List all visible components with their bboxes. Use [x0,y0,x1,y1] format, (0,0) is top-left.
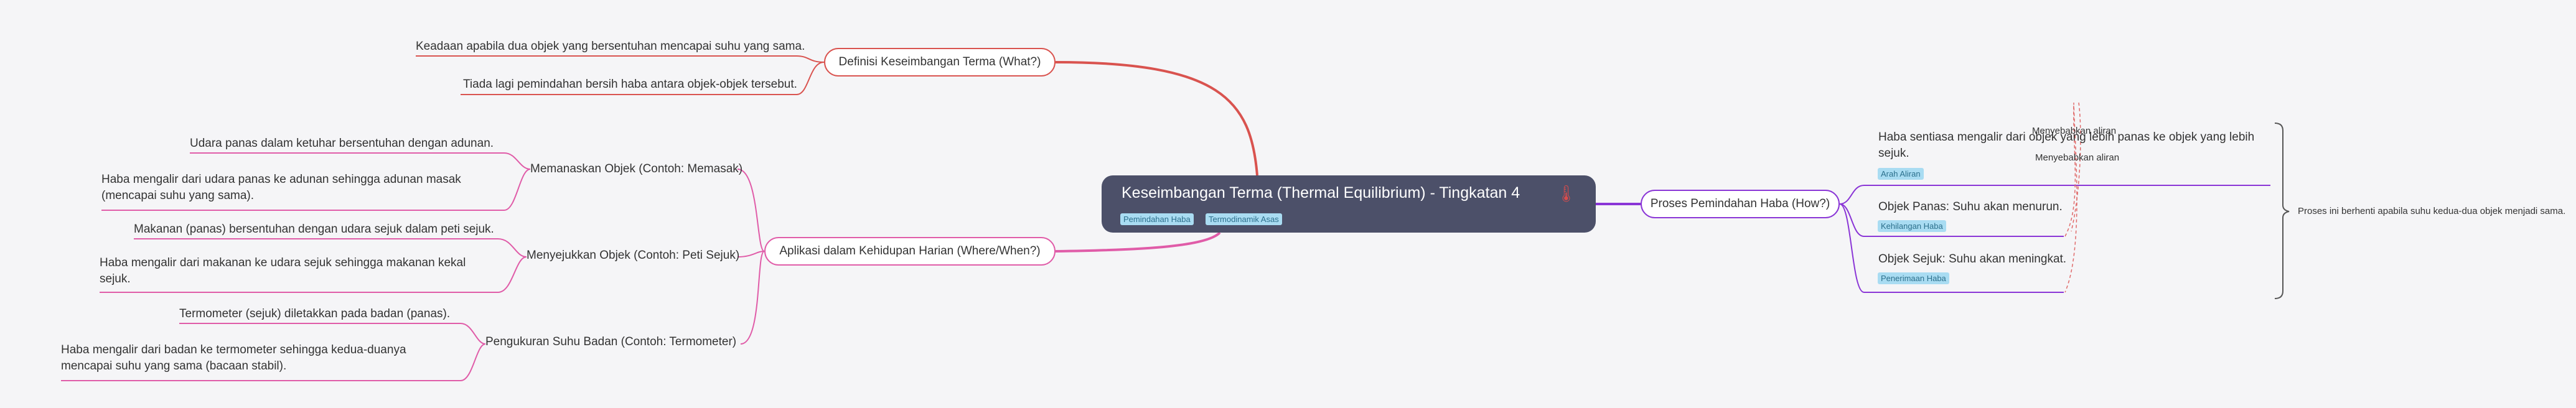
process-leaf-hot: Objek Panas: Suhu akan menurun. [1878,200,2063,213]
edge-g2-leaf-2 [100,256,527,293]
thermometer-leaf-2: Haba mengalir dari badan ke termometer s… [61,343,406,373]
app-group-cooking[interactable]: Memanaskan Objek (Contoh: Memasak) [530,162,743,175]
tag-arah-aliran: Arah Aliran [1878,168,1924,180]
edge-definition-leaf-2 [461,62,825,95]
edge-process-leaf-3 [1839,203,2064,293]
branch-definition[interactable]: Definisi Keseimbangan Terma (What?) [824,48,1056,76]
edge-app-group-1 [737,169,765,252]
process-summary[interactable]: Proses ini berhenti apabila suhu kedua-d… [2298,206,2566,216]
thermometer-leaf-1: Termometer (sejuk) diletakkan pada badan… [179,307,451,320]
edge-process-leaf-2 [1839,203,2064,237]
branch-applications[interactable]: Aplikasi dalam Kehidupan Harian (Where/W… [764,237,1056,266]
branch-process[interactable]: Proses Pemindahan Haba (How?) [1641,190,1840,218]
definition-leaf-1: Keadaan apabila dua objek yang bersentuh… [416,40,805,53]
central-topic[interactable]: Keseimbangan Terma (Thermal Equilibrium)… [1102,175,1596,233]
edge-g1-leaf-2 [101,169,531,211]
relation-label-1: Menyebabkan aliran [2032,126,2117,136]
relation-line-2 [2071,102,2081,232]
edge-g3-leaf-2 [61,343,486,381]
edge-central-definition [1055,61,1258,176]
summary-bracket [2274,123,2290,299]
fridge-leaf-1: Makanan (panas) bersentuhan dengan udara… [134,223,494,236]
cooking-leaf-1: Udara panas dalam ketuhar bersentuhan de… [190,137,494,150]
relation-label-2: Menyebabkan aliran [2035,152,2120,163]
edge-central-applications [1055,231,1221,253]
fridge-leaf-2: Haba mengalir dari makanan ke udara seju… [100,256,466,285]
tag-pemindahan-haba: Pemindahan Haba [1120,213,1194,225]
edge-definition-leaf-1 [416,55,825,63]
edge-g1-leaf-1 [190,152,531,170]
edge-app-group-2 [737,251,765,257]
tag-termodinamik-asas: Termodinamik Asas [1206,213,1282,225]
edge-app-group-3 [740,251,765,345]
central-title: Keseimbangan Terma (Thermal Equilibrium)… [1122,184,1520,202]
tag-penerimaan-haba: Penerimaan Haba [1878,272,1949,284]
app-group-thermometer[interactable]: Pengukuran Suhu Badan (Contoh: Termomete… [485,335,737,348]
app-group-fridge[interactable]: Menyejukkan Objek (Contoh: Peti Sejuk) [527,249,740,262]
tag-kehilangan-haba: Kehilangan Haba [1878,220,1946,232]
edge-g3-leaf-1 [179,323,486,345]
definition-leaf-2: Tiada lagi pemindahan bersih haba antara… [463,78,797,91]
cooking-leaf-2: Haba mengalir dari udara panas ke adunan… [101,173,461,202]
edge-process-leaf-1 [1839,185,2270,205]
edge-g2-leaf-1 [134,238,527,257]
thermometer-icon: 🌡 [1556,184,1577,203]
relation-line-1 [2064,102,2077,293]
process-leaf-cold: Objek Sejuk: Suhu akan meningkat. [1878,253,2067,266]
process-leaf-direction: Haba sentiasa mengalir dari objek yang l… [1878,131,2255,160]
